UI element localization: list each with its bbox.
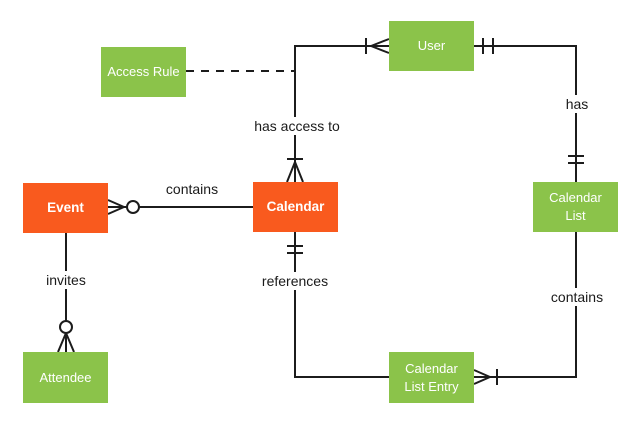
exactly-one-icon <box>482 38 494 54</box>
cardinality-zero-circle-icon <box>59 320 73 334</box>
relationship-label-invites: invites <box>41 271 91 289</box>
entity-calendar-list-entry: Calendar List Entry <box>389 352 474 403</box>
connector-user-has-calendar-list <box>474 38 584 182</box>
entity-user-label: User <box>417 38 446 54</box>
connector-line <box>294 45 389 182</box>
one-or-many-icon <box>473 369 498 385</box>
one-or-many-icon <box>286 158 304 183</box>
crow-foot-many-icon <box>107 199 127 215</box>
entity-access-rule-label: Access Rule <box>107 64 180 80</box>
cardinality-zero-circle-icon <box>126 200 140 214</box>
relationship-label-references: references <box>256 272 334 290</box>
one-or-many-icon <box>365 38 390 54</box>
connector-line <box>474 232 577 378</box>
entity-calendar: Calendar <box>253 182 338 232</box>
connector-calendar-has-access-to-user <box>286 38 390 183</box>
entity-calendar-list-label: Calendar List <box>549 190 602 223</box>
crow-foot-many-icon <box>57 332 75 353</box>
entity-access-rule: Access Rule <box>101 47 186 97</box>
exactly-one-icon <box>287 245 303 254</box>
entity-event-label: Event <box>47 199 84 215</box>
relationship-label-contains: contains <box>160 180 224 198</box>
relationship-label-has: has <box>560 95 594 113</box>
entity-calendar-label: Calendar <box>266 198 325 214</box>
connector-calendar-references-entry <box>287 232 389 378</box>
exactly-one-icon <box>568 155 584 164</box>
entity-attendee: Attendee <box>23 352 108 403</box>
connector-event-contains-calendar <box>107 199 253 215</box>
relationship-label-has-access-to: has access to <box>249 117 345 135</box>
entity-calendar-list-entry-label: Calendar List Entry <box>404 360 459 394</box>
entity-event: Event <box>23 183 108 233</box>
connector-event-invites-attendee <box>57 233 75 353</box>
connector-calendar-list-contains-entry <box>473 232 577 385</box>
entity-attendee-label: Attendee <box>39 369 92 385</box>
entity-user: User <box>389 21 474 71</box>
connector-line <box>294 232 389 378</box>
connector-line <box>474 45 577 182</box>
entity-calendar-list: Calendar List <box>533 182 618 232</box>
relationship-label-contains: contains <box>545 288 609 306</box>
